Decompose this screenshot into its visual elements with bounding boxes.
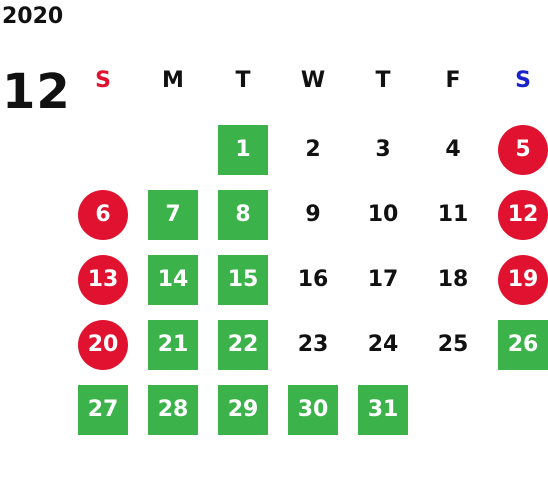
calendar-day[interactable]: 12 xyxy=(498,190,548,240)
weekday-header: S xyxy=(515,68,531,93)
weekday-header: F xyxy=(445,68,461,93)
calendar-day[interactable]: 17 xyxy=(367,267,399,292)
calendar-day[interactable]: 9 xyxy=(305,202,321,227)
month-number: 12 xyxy=(2,64,71,120)
calendar-day[interactable]: 23 xyxy=(297,332,329,357)
calendar-day[interactable]: 29 xyxy=(218,385,268,435)
calendar-day[interactable]: 27 xyxy=(78,385,128,435)
weekday-header: M xyxy=(162,68,184,93)
calendar-day[interactable]: 26 xyxy=(498,320,548,370)
weekday-header: T xyxy=(375,68,391,93)
calendar-day[interactable]: 5 xyxy=(498,125,548,175)
calendar-day[interactable]: 20 xyxy=(78,320,128,370)
calendar-day[interactable]: 11 xyxy=(437,202,469,227)
calendar-day[interactable]: 1 xyxy=(218,125,268,175)
calendar-day[interactable]: 31 xyxy=(358,385,408,435)
calendar-day[interactable]: 7 xyxy=(148,190,198,240)
calendar-day[interactable]: 24 xyxy=(367,332,399,357)
calendar-day[interactable]: 21 xyxy=(148,320,198,370)
weekday-header: W xyxy=(300,68,326,93)
calendar-day[interactable]: 22 xyxy=(218,320,268,370)
calendar-day[interactable]: 2 xyxy=(305,137,321,162)
calendar-day[interactable]: 18 xyxy=(437,267,469,292)
calendar-day[interactable]: 19 xyxy=(498,255,548,305)
calendar-day[interactable]: 30 xyxy=(288,385,338,435)
calendar-day[interactable]: 3 xyxy=(375,137,391,162)
weekday-header: S xyxy=(95,68,111,93)
calendar-day[interactable]: 14 xyxy=(148,255,198,305)
calendar-day[interactable]: 8 xyxy=(218,190,268,240)
year-label: 2020 xyxy=(2,4,64,29)
weekday-header: T xyxy=(235,68,251,93)
calendar-day[interactable]: 10 xyxy=(367,202,399,227)
calendar-day[interactable]: 13 xyxy=(78,255,128,305)
calendar-day[interactable]: 4 xyxy=(445,137,461,162)
calendar-day[interactable]: 15 xyxy=(218,255,268,305)
calendar-day[interactable]: 28 xyxy=(148,385,198,435)
calendar-day[interactable]: 25 xyxy=(437,332,469,357)
calendar-day[interactable]: 16 xyxy=(297,267,329,292)
calendar-day[interactable]: 6 xyxy=(78,190,128,240)
